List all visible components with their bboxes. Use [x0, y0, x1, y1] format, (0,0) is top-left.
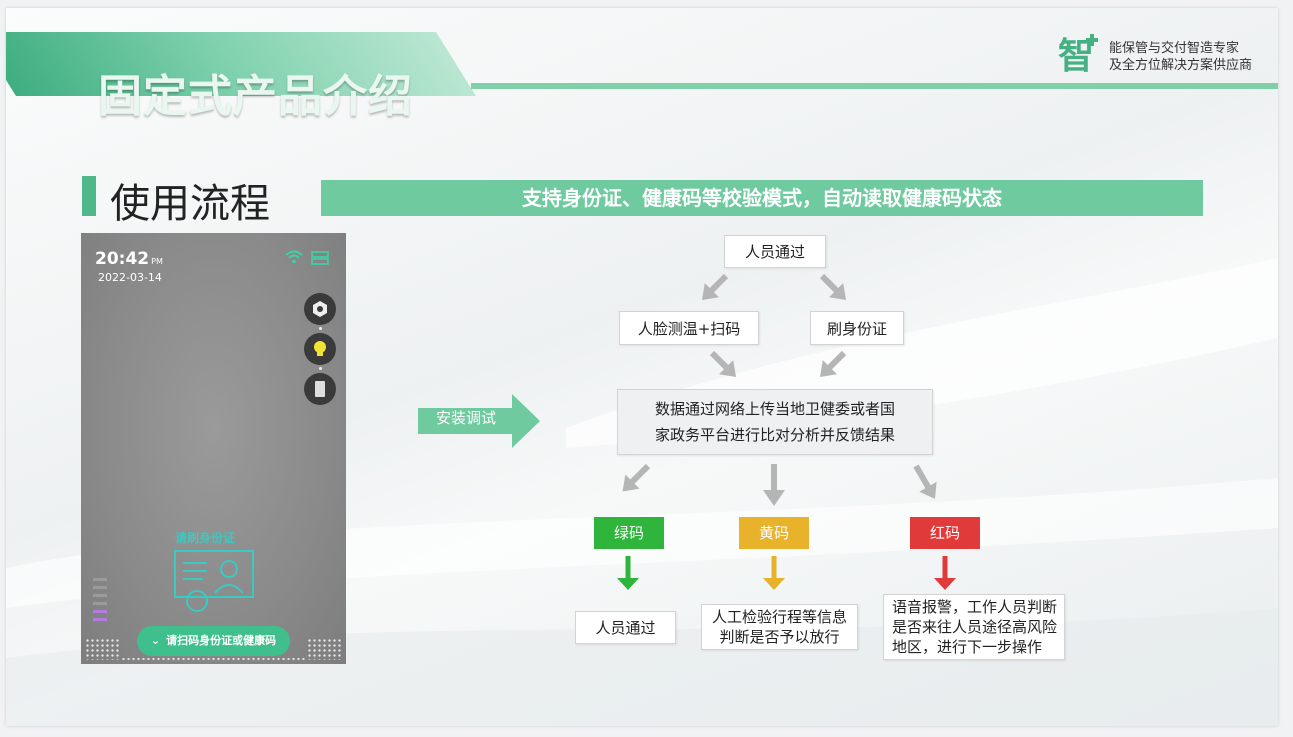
install-label: 安装调试	[435, 409, 496, 427]
red-arrow-down-icon	[934, 556, 956, 590]
lightbulb-icon	[314, 341, 326, 356]
wifi-icon	[285, 250, 303, 264]
green-result-box: 人员通过	[575, 611, 676, 644]
yellow-result-line1: 人工检验行程等信息	[711, 608, 847, 626]
red-code-tag: 红码	[910, 517, 980, 549]
network-icon	[311, 251, 329, 265]
id-card-icon	[174, 550, 254, 612]
arrow-down-left-icon	[701, 273, 729, 301]
red-result-line3: 地区，进行下一步操作	[892, 638, 1043, 656]
chevron-down-icon: ⌄	[150, 634, 161, 647]
yellow-result-line2: 判断是否予以放行	[719, 628, 840, 646]
settings-icon	[313, 301, 327, 317]
device-date: 2022-03-14	[98, 271, 162, 284]
scan-prompt-button[interactable]: ⌄ 请扫码身份证或健康码	[137, 626, 290, 656]
card-icon	[315, 381, 325, 397]
flow-id-card-box: 刷身份证	[810, 311, 904, 345]
red-result-box: 语音报警，工作人员判断 是否来往人员途径高风险 地区，进行下一步操作	[883, 594, 1065, 660]
dot-pattern	[307, 638, 343, 660]
arrow-down-right-icon	[913, 464, 937, 499]
yellow-arrow-down-icon	[763, 556, 785, 590]
light-button[interactable]	[304, 333, 336, 365]
yellow-result-box: 人工检验行程等信息 判断是否予以放行	[701, 604, 858, 650]
header-line	[471, 83, 1278, 89]
arrow-down-right-icon	[819, 273, 847, 301]
green-code-tag: 绿码	[594, 517, 664, 549]
feature-banner: 支持身份证、健康码等校验模式，自动读取健康码状态	[321, 180, 1203, 216]
signal-bars-icon	[93, 578, 107, 621]
arrow-down-left-icon	[622, 463, 651, 492]
device-divider-dot	[319, 367, 322, 370]
section-title: 使用流程	[110, 182, 270, 226]
yellow-code-tag: 黄码	[739, 517, 809, 549]
arrow-down-icon	[763, 464, 785, 506]
swipe-id-hint: 请刷身份证	[175, 531, 236, 545]
logo-glyph: 智	[1058, 36, 1094, 76]
flow-upload-line1: 数据通过网络上传当地卫健委或者国	[654, 400, 895, 418]
section-marker	[82, 176, 96, 216]
flow-upload-line2: 家政务平台进行比对分析并反馈结果	[654, 426, 895, 444]
green-arrow-down-icon	[617, 556, 639, 590]
scan-prompt-label: 请扫码身份证或健康码	[166, 634, 277, 647]
arrow-down-left-icon	[819, 350, 847, 378]
tagline: 能保管与交付智造专家 及全方位解决方案供应商	[1109, 40, 1252, 74]
flow-upload-box: 数据通过网络上传当地卫健委或者国 家政务平台进行比对分析并反馈结果	[617, 389, 933, 455]
card-button[interactable]	[304, 373, 336, 405]
logo-icon: 智	[1058, 34, 1098, 76]
install-arrow	[418, 394, 540, 448]
slide: 固定式产品介绍 智 能保管与交付智造专家 及全方位解决方案供应商 使用流程 支持…	[6, 8, 1278, 726]
arrow-down-right-icon	[709, 350, 737, 378]
dot-pattern	[121, 657, 307, 661]
settings-button[interactable]	[304, 293, 336, 325]
dot-pattern	[85, 638, 121, 660]
page-title: 固定式产品介绍	[98, 72, 413, 121]
flow-start-box: 人员通过	[724, 235, 826, 268]
device-divider-dot	[319, 327, 322, 330]
red-result-line1: 语音报警，工作人员判断	[892, 598, 1058, 616]
flow-face-scan-box: 人脸测温+扫码	[619, 311, 759, 345]
red-result-line2: 是否来往人员途径高风险	[892, 618, 1058, 636]
tagline-line1: 能保管与交付智造专家	[1109, 41, 1240, 56]
tagline-line2: 及全方位解决方案供应商	[1109, 58, 1253, 73]
